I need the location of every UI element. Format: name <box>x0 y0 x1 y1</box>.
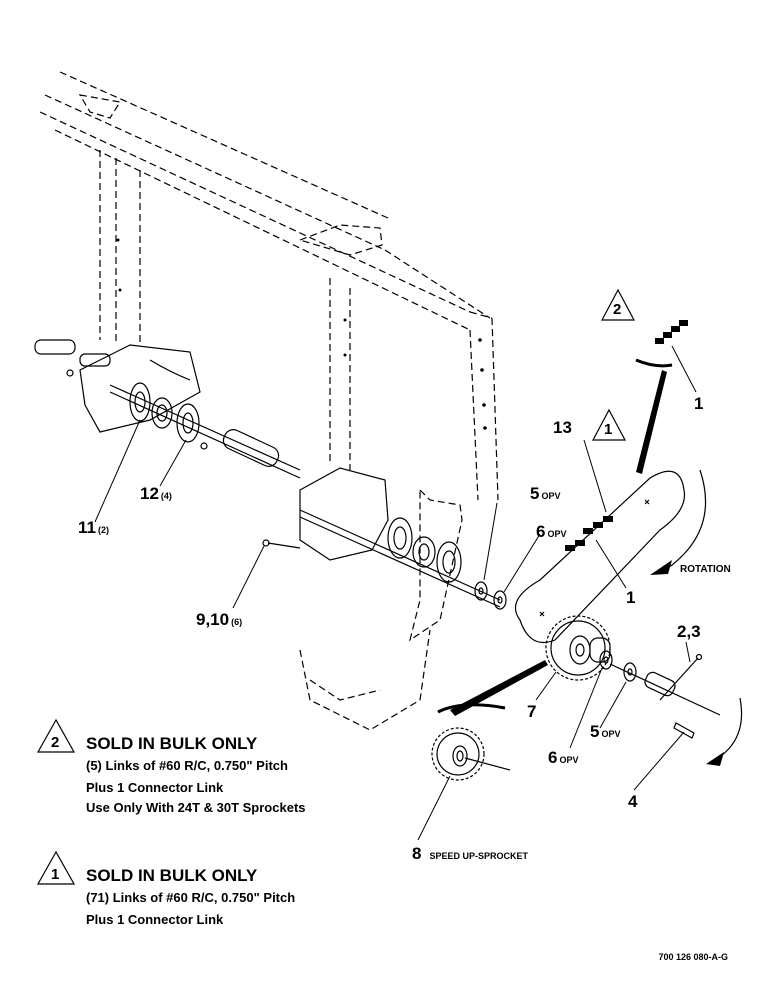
triangle-1-number: 1 <box>604 421 613 438</box>
note-1-title: SOLD IN BULK ONLY <box>86 866 258 885</box>
rotation-arrows <box>667 469 743 761</box>
sprocket-8 <box>431 727 511 781</box>
callout-1-chain: 1 <box>626 588 636 607</box>
note-2-line-2: Plus 1 Connector Link <box>86 780 224 795</box>
callout-13: 13 <box>553 418 572 437</box>
chain-links-2 <box>655 320 688 344</box>
note-2-line-3: Use Only With 24T & 30T Sprockets <box>86 800 306 815</box>
pointer-wedges <box>450 370 667 716</box>
callout-2-3: 2,3 <box>677 622 701 641</box>
drawing-code: 700 126 080-A-G <box>658 952 728 962</box>
rotation-label: ROTATION <box>680 564 731 575</box>
callout-9-10: 9,10(6) <box>196 610 243 629</box>
callout-11: 11(2) <box>78 518 109 537</box>
chain-links-13 <box>565 516 613 551</box>
callout-7: 7 <box>527 702 537 721</box>
brace-arcs <box>437 358 673 714</box>
callout-1-top: 1 <box>694 394 704 413</box>
shaft-washers <box>474 581 507 610</box>
note-2-title: SOLD IN BULK ONLY <box>86 734 258 753</box>
sprocket-7 <box>545 615 611 681</box>
frame-holes <box>116 238 487 430</box>
right-hub <box>599 650 721 739</box>
triangle-2-number: 2 <box>613 301 622 318</box>
note-2-line-1: (5) Links of #60 R/C, 0.750" Pitch <box>86 758 288 773</box>
leader-lines <box>94 345 697 841</box>
note-1-triangle-icon <box>36 850 76 885</box>
left-bearing-plate <box>34 339 301 479</box>
note-triangle-2-diagram <box>601 288 635 321</box>
note-1-line-2: Plus 1 Connector Link <box>86 912 224 927</box>
note-1-line-1: (71) Links of #60 R/C, 0.750" Pitch <box>86 890 296 905</box>
note-2-triangle-number: 2 <box>51 734 60 751</box>
callout-4: 4 <box>628 792 638 811</box>
frame-beams <box>39 71 499 731</box>
drive-chain <box>515 470 686 644</box>
callout-12: 12(4) <box>140 484 172 503</box>
note-triangle-1-diagram <box>592 408 626 441</box>
note-1-triangle-number: 1 <box>51 866 60 883</box>
center-bearing-plate <box>262 467 501 608</box>
note-2-triangle-icon <box>36 718 76 753</box>
